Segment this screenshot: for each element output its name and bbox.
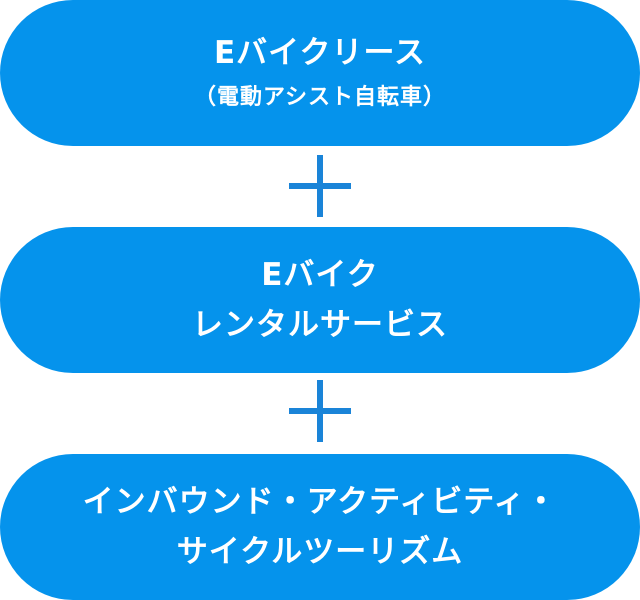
box-inbound-cycle-tourism: インバウンド・アクティビティ・ サイクルツーリズム [0,454,640,600]
plus-icon-vertical-bar [317,155,323,217]
plus-icon [289,155,351,217]
box-ebike-lease-subtitle: （電動アシスト自転車） [193,85,447,110]
box-inbound-line1: インバウンド・アクティビティ・ [82,484,558,520]
box-ebike-rental-line1: Eバイク [261,257,379,293]
box-ebike-rental: Eバイク レンタルサービス [0,227,640,373]
plus-icon-vertical-bar [317,380,323,442]
box-ebike-lease-title: Eバイクリース [213,35,426,71]
box-ebike-lease: Eバイクリース （電動アシスト自転車） [0,0,640,146]
box-ebike-rental-line2: レンタルサービス [192,307,448,343]
plus-icon [289,380,351,442]
box-inbound-line2: サイクルツーリズム [176,534,464,570]
